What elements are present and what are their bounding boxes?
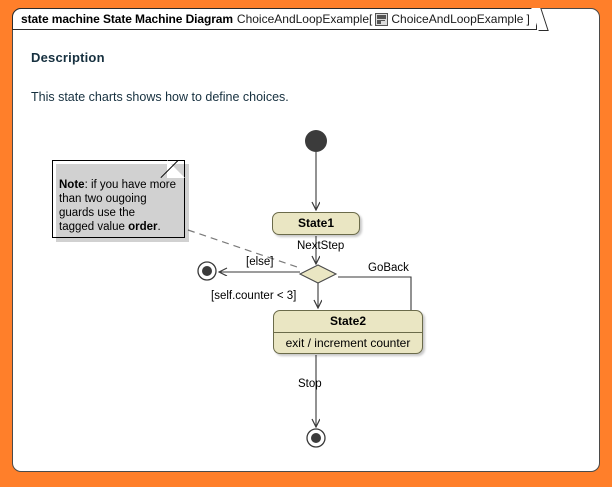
state2-label: State2 bbox=[329, 314, 367, 328]
state1-label: State1 bbox=[297, 216, 335, 230]
note-line4-bold: order bbox=[128, 221, 158, 233]
description-heading: Description bbox=[31, 50, 105, 65]
note-line4-prefix: tagged value bbox=[59, 221, 129, 233]
transition-label-goback[interactable]: GoBack bbox=[368, 262, 409, 274]
note-line1: : if you have more bbox=[84, 179, 176, 191]
state-node-state2[interactable]: State2 exit / increment counter bbox=[273, 310, 423, 354]
bracket-open: [ bbox=[369, 12, 373, 26]
bracket-close: ] bbox=[526, 12, 530, 26]
state-node-state1[interactable]: State1 bbox=[272, 212, 360, 235]
referenced-element-name: ChoiceAndLoopExample bbox=[391, 12, 524, 26]
note-label: Note bbox=[59, 179, 85, 191]
diagram-frame-name-tab[interactable]: state machine State Machine Diagram Choi… bbox=[12, 8, 537, 30]
diagram-frame bbox=[12, 8, 600, 472]
transition-label-else[interactable]: [else] bbox=[246, 256, 274, 268]
note-text: Note: if you have more than two ougoing … bbox=[59, 178, 183, 234]
transition-label-nextstep[interactable]: NextStep bbox=[297, 240, 345, 252]
note-line4-suffix: . bbox=[157, 221, 161, 233]
note-line3: guards use the bbox=[59, 207, 136, 219]
state2-exit-activity: exit / increment counter bbox=[274, 332, 422, 354]
note-shape[interactable]: Note: if you have more than two ougoing … bbox=[52, 160, 189, 242]
state-machine-diagram-icon bbox=[375, 12, 389, 26]
transition-label-stop[interactable]: Stop bbox=[298, 378, 322, 390]
note-line2: than two ougoing bbox=[59, 193, 147, 205]
description-text: This state charts shows how to define ch… bbox=[31, 90, 289, 104]
diagram-keyword: state machine State Machine Diagram bbox=[21, 12, 233, 26]
diagram-name: ChoiceAndLoopExample bbox=[236, 12, 370, 26]
transition-label-counter-guard[interactable]: [self.counter < 3] bbox=[211, 290, 297, 302]
